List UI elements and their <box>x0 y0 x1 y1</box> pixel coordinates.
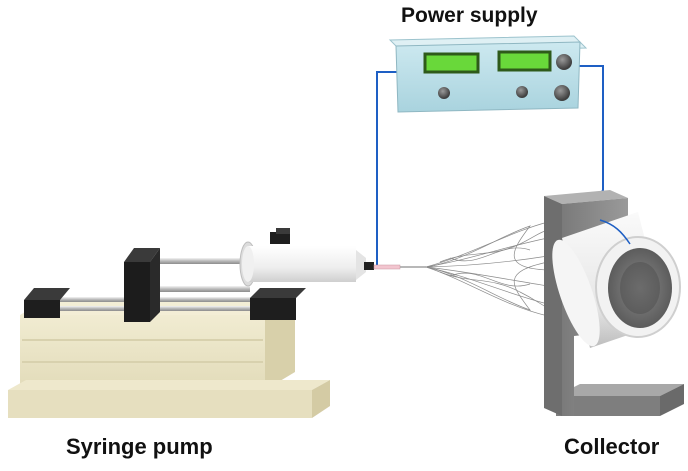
pusher-rod-lower <box>150 286 250 292</box>
display-left <box>423 52 480 74</box>
wire-to-needle <box>371 71 398 267</box>
pump-plinth-front <box>8 390 312 418</box>
pump-plinth-side <box>312 380 330 418</box>
needle <box>373 264 426 270</box>
pump-base-front <box>20 315 265 390</box>
display-right <box>497 50 552 72</box>
pusher-block <box>124 262 150 322</box>
syringe-clip <box>270 232 290 244</box>
pump-plinth-top <box>8 380 330 390</box>
knob-bottom-right-icon <box>554 85 570 101</box>
syringe <box>239 228 374 287</box>
syringe-pump <box>8 248 330 418</box>
pump-end-block-left <box>24 300 60 318</box>
pump-base-side <box>265 298 295 390</box>
fiber-jet <box>425 221 549 317</box>
collector-label: Collector <box>564 434 660 459</box>
wire-to-collector <box>576 65 604 197</box>
collector-upright-top <box>544 190 628 204</box>
syringe-barrel <box>248 246 356 282</box>
rotating-drum-collector <box>544 190 684 416</box>
knob-top-right-icon <box>556 54 572 70</box>
pump-clamp-front <box>250 298 296 320</box>
syringe-hub <box>364 262 374 270</box>
collector-foot-top <box>556 384 684 396</box>
syringe-pump-label: Syringe pump <box>66 434 213 459</box>
collector-foot-front <box>556 396 660 416</box>
knob-middle-icon <box>516 86 528 98</box>
power-supply-unit <box>388 35 588 113</box>
pusher-rod-upper <box>150 258 250 264</box>
collector-upright-front <box>544 196 562 416</box>
knob-left-icon <box>438 87 450 99</box>
collector-foot-side <box>660 384 684 416</box>
power-supply-label: Power supply <box>401 4 538 27</box>
